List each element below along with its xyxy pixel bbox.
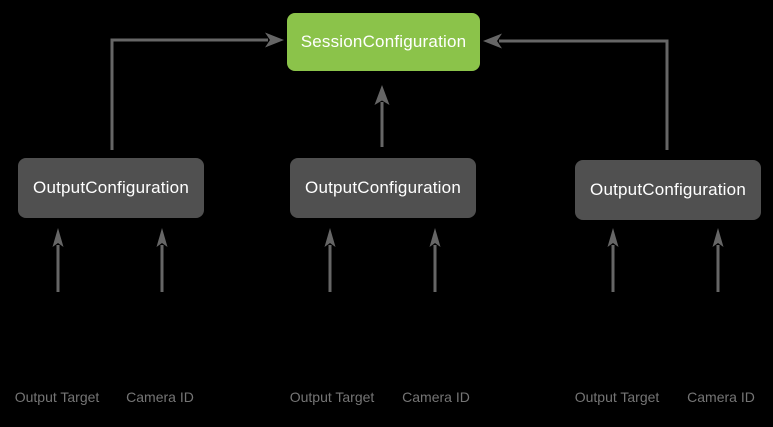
output-configuration-box-1: OutputConfiguration [18,158,204,218]
arrow-camera-id-2 [429,228,441,292]
session-configuration-box: SessionConfiguration [287,13,480,71]
arrow-camera-id-3 [712,228,724,292]
output-configuration-box-2: OutputConfiguration [290,158,476,218]
arrow-left-output-to-session [110,32,284,150]
arrow-output-target-1 [52,228,64,292]
label-output-target-1: Output Target [14,389,100,405]
arrow-middle-output-to-session [374,85,390,147]
arrow-right-output-to-session [483,33,669,150]
label-camera-id-2: Camera ID [402,389,470,405]
label-camera-id-3: Camera ID [687,389,755,405]
arrow-output-target-3 [607,228,619,292]
arrow-camera-id-1 [156,228,168,292]
label-output-target-3: Output Target [574,389,660,405]
output-configuration-box-3: OutputConfiguration [575,160,761,220]
label-output-target-2: Output Target [289,389,375,405]
arrow-output-target-2 [324,228,336,292]
label-camera-id-1: Camera ID [126,389,194,405]
